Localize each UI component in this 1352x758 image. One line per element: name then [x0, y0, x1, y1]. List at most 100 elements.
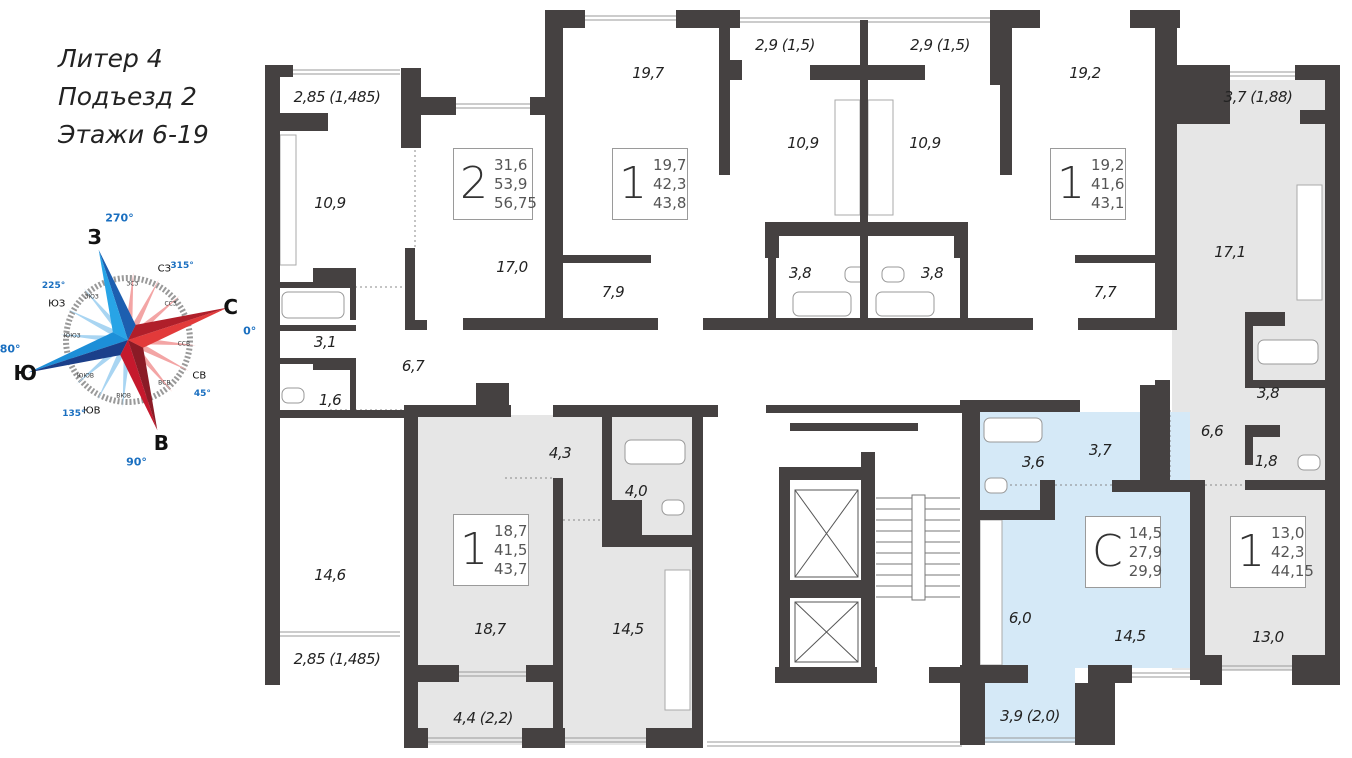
bathtub-icon [624, 439, 686, 465]
room-area-label: 13,0 [1252, 628, 1284, 646]
wall [1172, 110, 1230, 124]
wall [1078, 318, 1168, 330]
room-area-label: 3,8 [920, 264, 944, 282]
room-area-label: 10,9 [787, 134, 819, 152]
room-area-label: 7,7 [1093, 283, 1117, 301]
room-area-label: 2,85 (1,485) [293, 88, 381, 106]
wall [553, 405, 718, 417]
floors-label: Этажи 6-19 [58, 120, 209, 149]
kitchen-counter [664, 569, 691, 711]
room-area-label: 14,5 [1114, 627, 1146, 645]
wall [404, 405, 418, 745]
total-area: 41,6 [1091, 174, 1125, 193]
wall [765, 236, 779, 258]
total-area: 42,3 [653, 174, 687, 193]
room-area-label: 7,9 [601, 283, 625, 301]
bathtub-icon [875, 291, 935, 317]
total-area-with-balcony: 56,75 [494, 193, 537, 212]
wall [1245, 380, 1325, 388]
west-point [98, 249, 136, 340]
wall [522, 728, 565, 748]
room-area-label: 4,0 [624, 482, 648, 500]
total-area: 53,9 [494, 174, 528, 193]
total-area: 41,5 [494, 540, 528, 559]
living-area: 13,0 [1271, 523, 1305, 542]
wall [779, 467, 790, 667]
wall [1040, 480, 1055, 520]
bathtub-icon [792, 291, 852, 317]
room-area-label: 18,7 [474, 620, 506, 638]
apartment-room-count: 2 [460, 158, 488, 209]
elevator-shaft [794, 601, 859, 663]
apartment-room-count: 1 [460, 524, 488, 575]
wall [692, 405, 703, 745]
toilet-icon [1297, 454, 1321, 471]
wall [1000, 60, 1012, 175]
toilet-icon [881, 266, 905, 283]
room-area-label: 6,7 [401, 357, 425, 375]
wall [646, 728, 703, 748]
compass-minor-direction: ЗЮЗ [84, 293, 99, 301]
wall [401, 68, 421, 148]
kitchen-counter [867, 99, 894, 216]
apartment-room-count: С [1092, 526, 1123, 577]
room-area-label: 10,9 [909, 134, 941, 152]
wall [563, 255, 651, 263]
compass-direction: З [87, 225, 102, 250]
wall [790, 423, 918, 431]
compass-degrees: 90° [126, 455, 147, 469]
wall [779, 580, 875, 598]
compass-direction: В [153, 430, 169, 455]
apartment-room-count: 1 [619, 158, 647, 209]
kitchen-counter [834, 99, 861, 216]
compass-minor-direction: ВСВ [158, 379, 171, 387]
wall [1245, 425, 1280, 437]
compass-degrees: 45° [193, 389, 211, 400]
wall [275, 282, 356, 288]
wall [265, 65, 293, 77]
compass-direction: СВ [192, 370, 207, 382]
wall [768, 258, 776, 318]
wall [275, 410, 405, 418]
apartment-room-count: 1 [1237, 526, 1265, 577]
wall [719, 10, 730, 175]
room-area-label: 2,9 (1,5) [910, 36, 970, 54]
wall [765, 222, 865, 236]
total-area-with-balcony: 29,9 [1128, 561, 1163, 580]
toilet-icon [984, 477, 1008, 494]
total-area-with-balcony: 44,15 [1271, 561, 1314, 580]
wall [779, 467, 875, 480]
wall [1155, 10, 1177, 330]
compass-direction: СЗ [157, 263, 172, 275]
compass-degrees: 225° [41, 280, 66, 291]
living-area: 14,5 [1128, 523, 1163, 542]
compass-direction: ЮВ [82, 405, 101, 417]
compass-minor-direction: ЗСЗ [126, 280, 139, 288]
compass-minor-direction: ССВ [177, 340, 191, 348]
north-point [128, 307, 228, 348]
wall [602, 500, 642, 540]
wall [405, 320, 427, 330]
room-area-label: 3,1 [313, 333, 337, 351]
compass-minor-direction: ССЗ [164, 300, 177, 308]
toilet-icon [661, 499, 685, 516]
room-area-label: 14,6 [314, 566, 346, 584]
room-area-label: 3,7 (1,88) [1223, 88, 1293, 106]
compass-direction: ЮЗ [48, 298, 66, 310]
total-area: 27,9 [1128, 542, 1163, 561]
compass-degrees: 270° [105, 211, 134, 225]
room-area-label: 4,4 (2,2) [453, 709, 513, 727]
wall [1075, 683, 1115, 745]
room-area-label: 1,8 [1254, 452, 1278, 470]
room-area-label: 3,9 (2,0) [1000, 707, 1060, 725]
total-area-with-balcony: 43,7 [494, 559, 528, 578]
wall [476, 383, 509, 405]
living-area: 19,7 [653, 155, 687, 174]
wall [1075, 255, 1160, 263]
wall [1112, 480, 1205, 492]
